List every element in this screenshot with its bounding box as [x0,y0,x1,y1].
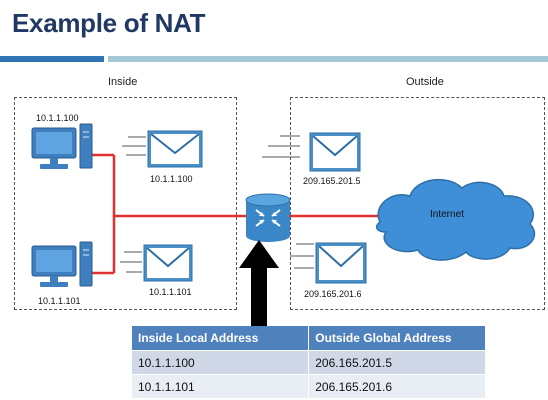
table-cell: 10.1.1.100 [132,350,310,375]
network-links [92,153,378,275]
inside-bottom-packet-ip: 10.1.1.101 [149,287,192,297]
outside-bottom-packet-ip: 209.165.201.6 [304,289,362,299]
table-row: 10.1.1.101 206.165.201.6 [132,374,486,398]
outside-top-packet-ip: 209.165.201.5 [303,176,361,186]
envelope-icon [290,242,367,284]
inside-top-packet-ip: 10.1.1.100 [150,174,193,184]
inside-zone-label: Inside [108,76,138,88]
slide-title: Example of NAT [12,8,206,38]
envelope-icon [120,244,193,282]
inside-zone [14,97,237,310]
internet-label: Internet [430,209,464,220]
cloud-icon [375,178,536,261]
host-b-ip-label: 10.1.1.101 [38,296,81,306]
envelope-icon [122,130,203,168]
title-underline-light [108,56,548,62]
table-row: 10.1.1.100 206.165.201.5 [132,350,486,375]
title-underline-dark [0,56,104,62]
outside-zone-label: Outside [406,76,444,88]
envelope-icon [262,132,361,172]
table-cell: 206.165.201.6 [308,374,486,398]
host-a-ip-label: 10.1.1.100 [36,113,79,123]
computer-icon [31,123,93,169]
nat-table-header: Inside Local Address [132,326,310,351]
outside-zone [290,97,545,310]
nat-table-header-row: Inside Local Address Outside Global Addr… [132,326,486,351]
table-cell: 10.1.1.101 [132,374,310,398]
router-icon [245,193,291,242]
nat-table: Inside Local Address Outside Global Addr… [132,326,486,398]
table-cell: 206.165.201.5 [308,350,486,375]
computer-icon [31,241,93,287]
nat-table-header: Outside Global Address [308,326,486,351]
arrow-up-icon [239,240,279,328]
